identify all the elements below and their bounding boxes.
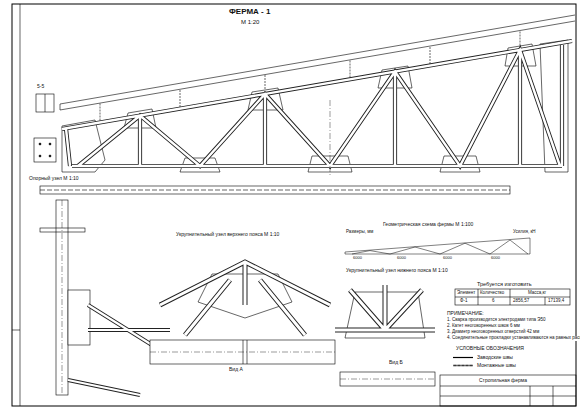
scheme-note: Размеры, мм [345, 230, 374, 235]
table-cell: 6 [491, 299, 496, 304]
dimension: 6000 [396, 256, 407, 260]
dimension: 6000 [490, 256, 501, 260]
view-mark: Вид А [228, 367, 244, 373]
note-line: 2. Катет неоговоренных швов 6 мм [446, 324, 521, 329]
drawing-title: ФЕРМА - 1 [228, 8, 271, 17]
section-mark: 5-5 [36, 84, 45, 90]
notes-heading: ПРИМЕЧАНИЕ: [446, 311, 485, 317]
dimension: 6000 [352, 256, 363, 260]
table-cell: Масса,кг [527, 291, 547, 296]
note-line: 4. Соединительные прокладки устанавливаю… [446, 336, 580, 341]
scheme-title: Геометрическая схема фермы М 1:100 [382, 222, 474, 228]
table-cell: Элемент [456, 291, 476, 296]
note-line: 1. Сварка производится электродами типа … [446, 318, 547, 323]
detail-title: Укрупнительный узел верхнего пояса М 1:1… [175, 232, 280, 238]
view-mark: Вид Б [388, 360, 404, 366]
table-title: Требуется изготовить [476, 281, 533, 287]
detail-title: Укрупнительный узел нижнего пояса М 1:10 [345, 268, 449, 274]
legend-sample [452, 355, 474, 360]
legend-text: Монтажные швы [477, 362, 516, 368]
legend-text: Заводские швы [477, 354, 513, 360]
table-cell: 17139,4 [547, 299, 565, 304]
legend-item: Монтажные швы [452, 362, 516, 368]
scheme-note: Усилия, кН [512, 230, 537, 235]
detail-title: Опорный узел М 1:10 [28, 176, 80, 182]
table-cell: Количество [479, 291, 505, 296]
title-block-text: Стропильная ферма [478, 378, 528, 384]
legend-sample [452, 363, 474, 368]
note-line: 3. Диаметр неоговоренных отверстий 42 мм [446, 330, 540, 335]
dimension: 6000 [442, 256, 453, 260]
table-cell: 2856,57 [512, 299, 530, 304]
scale-note: М 1:20 [240, 19, 260, 26]
legend-heading: УСЛОВНЫЕ ОБОЗНАЧЕНИЯ [455, 346, 525, 352]
legend-item: Заводские швы [452, 354, 513, 360]
table-cell: Ф-1 [459, 299, 468, 304]
